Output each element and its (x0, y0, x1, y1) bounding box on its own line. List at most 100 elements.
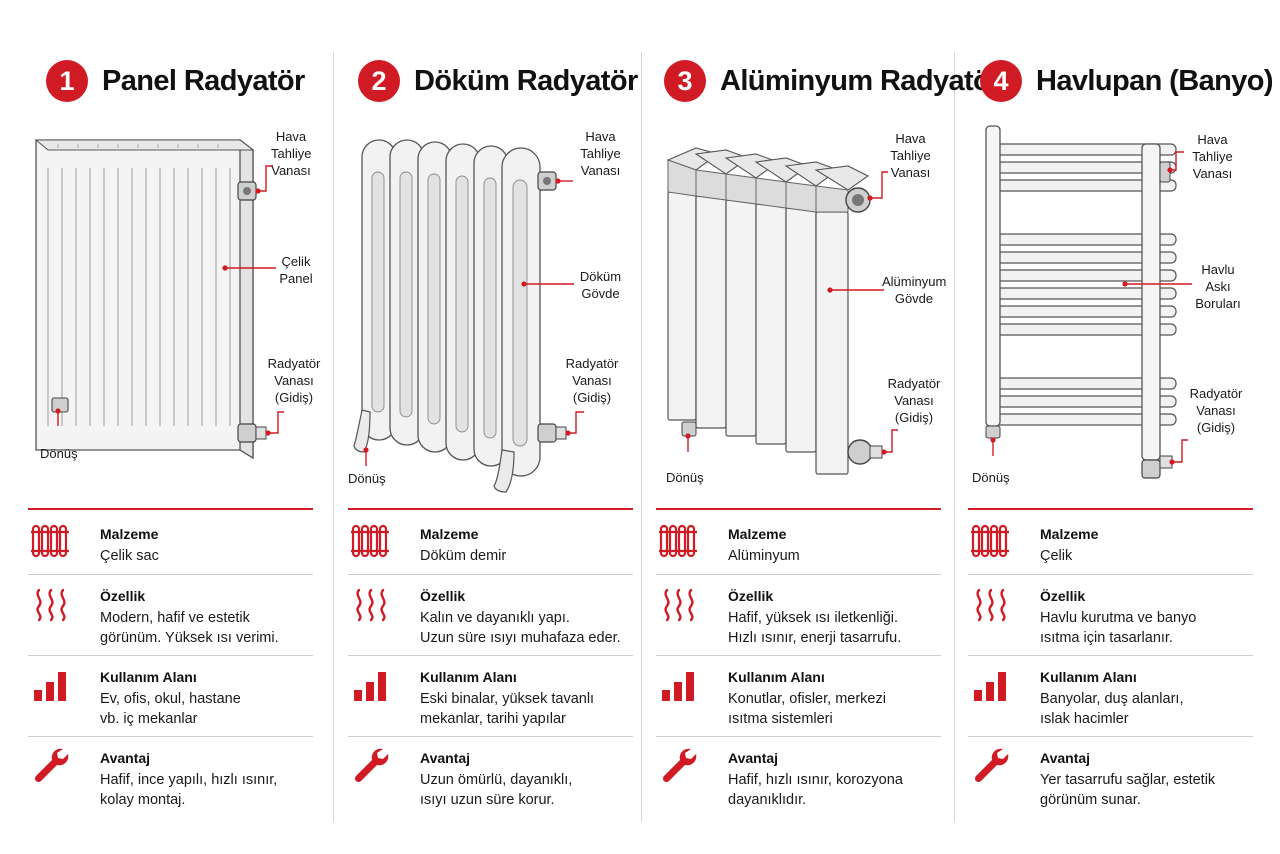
property-row: Kullanım Alanı Eski binalar, yüksek tava… (348, 655, 633, 735)
property-row: Avantaj Hafif, ince yapılı, hızlı ısınır… (28, 736, 313, 816)
column-header: 4 Havlupan (Banyo) (980, 58, 1274, 104)
section-divider (968, 508, 1253, 510)
wrench-icon (354, 748, 389, 783)
column-title: Panel Radyatör (102, 64, 305, 97)
property-row: Malzeme Alüminyum (656, 512, 941, 574)
property-desc: Konutlar, ofisler, merkezi ısıtma sistem… (728, 691, 886, 727)
property-desc: Alüminyum (728, 548, 800, 564)
wrench-icon (974, 748, 1009, 783)
section-divider (656, 508, 941, 510)
wrench-icon (662, 748, 697, 783)
property-desc: Uzun ömürlü, dayanıklı, ısıyı uzun süre … (420, 772, 573, 808)
label-donus: Dönüş (972, 470, 1010, 485)
row-divider (656, 736, 941, 737)
column-title: Alüminyum Radyatör (720, 64, 1001, 97)
label-hava-tahliye: Hava Tahliye Vanası (1192, 132, 1233, 181)
label-govde: Havlu Askı Boruları (1195, 262, 1241, 311)
property-name: Özellik (420, 588, 466, 604)
property-row: Kullanım Alanı Konutlar, ofisler, merkez… (656, 655, 941, 735)
row-divider (656, 574, 941, 575)
column-title: Döküm Radyatör (414, 64, 638, 97)
heat-waves-icon (664, 588, 694, 622)
column-header: 3 Alüminyum Radyatör (664, 58, 1001, 104)
label-hava-tahliye: Hava Tahliye Vanası (271, 129, 312, 178)
aluminium-radiator-illustration (666, 147, 898, 475)
radiator-icon (971, 524, 1009, 558)
property-desc: Havlu kurutma ve banyo ısıtma için tasar… (1040, 610, 1197, 646)
number-badge: 1 (46, 60, 88, 102)
section-divider (348, 508, 633, 510)
column-header: 1 Panel Radyatör (46, 58, 305, 104)
property-name: Malzeme (1040, 526, 1099, 542)
column-divider (954, 52, 955, 822)
property-name: Özellik (728, 588, 774, 604)
property-desc: Hafif, hızlı ısınır, korozyona dayanıklı… (728, 772, 903, 808)
property-desc: Ev, ofis, okul, hastane vb. iç mekanlar (100, 691, 241, 727)
label-donus: Dönüş (348, 471, 386, 486)
row-divider (28, 655, 313, 656)
label-govde: Alüminyum Gövde (882, 274, 947, 306)
row-divider (348, 655, 633, 656)
towel-radiator-illustration (985, 125, 1192, 479)
cast-iron-radiator-illustration (353, 139, 584, 493)
label-hava-tahliye: Hava Tahliye Vanası (580, 129, 621, 178)
property-row: Malzeme Çelik sac (28, 512, 313, 574)
property-desc: Çelik sac (100, 548, 159, 564)
property-row: Avantaj Hafif, hızlı ısınır, korozyona d… (656, 736, 941, 816)
section-divider (28, 508, 313, 510)
bar-chart-icon (662, 672, 694, 701)
row-divider (656, 655, 941, 656)
property-row: Özellik Hafif, yüksek ısı iletkenliği. H… (656, 574, 941, 654)
label-govde: Döküm Gövde (579, 269, 622, 301)
column-panel-radiator: 1 Panel Radyatör (28, 0, 328, 854)
property-desc: Kalın ve dayanıklı yapı. Uzun süre ısıyı… (420, 610, 621, 646)
row-divider (968, 574, 1253, 575)
bar-chart-icon (354, 672, 386, 701)
property-row: Kullanım Alanı Ev, ofis, okul, hastane v… (28, 655, 313, 735)
bar-chart-icon (34, 672, 66, 701)
row-divider (348, 574, 633, 575)
radiator-icon (659, 524, 697, 558)
property-row: Malzeme Döküm demir (348, 512, 633, 574)
heat-waves-icon (36, 588, 66, 622)
property-name: Kullanım Alanı (420, 669, 517, 685)
column-divider (641, 52, 642, 822)
property-row: Özellik Kalın ve dayanıklı yapı. Uzun sü… (348, 574, 633, 654)
property-row: Avantaj Uzun ömürlü, dayanıklı, ısıyı uz… (348, 736, 633, 816)
property-desc: Banyolar, duş alanları, ıslak hacimler (1040, 691, 1184, 727)
row-divider (28, 736, 313, 737)
label-radyator-vanasi: Radyatör Vanası (Gidiş) (565, 356, 619, 405)
property-name: Avantaj (100, 750, 151, 766)
property-desc: Modern, hafif ve estetik görünüm. Yüksek… (100, 610, 279, 646)
row-divider (28, 574, 313, 575)
label-govde: Çelik Panel (279, 254, 313, 286)
property-name: Özellik (1040, 588, 1086, 604)
property-name: Kullanım Alanı (728, 669, 825, 685)
property-desc: Hafif, yüksek ısı iletkenliği. Hızlı ısı… (728, 610, 902, 646)
property-row: Kullanım Alanı Banyolar, duş alanları, ı… (968, 655, 1253, 735)
label-hava-tahliye: Hava Tahliye Vanası (890, 131, 931, 180)
number-badge: 4 (980, 60, 1022, 102)
radiator-icon (351, 524, 389, 558)
number-badge: 2 (358, 60, 400, 102)
property-desc: Eski binalar, yüksek tavanlı mekanlar, t… (420, 691, 595, 727)
property-desc: Çelik (1040, 548, 1073, 564)
wrench-icon (34, 748, 69, 783)
property-name: Avantaj (728, 750, 779, 766)
property-row: Özellik Havlu kurutma ve banyo ısıtma iç… (968, 574, 1253, 654)
column-header: 2 Döküm Radyatör (358, 58, 638, 104)
property-name: Malzeme (100, 526, 159, 542)
property-name: Kullanım Alanı (100, 669, 197, 685)
radiator-icon (31, 524, 69, 558)
property-row: Malzeme Çelik (968, 512, 1253, 574)
heat-waves-icon (976, 588, 1006, 622)
property-name: Özellik (100, 588, 146, 604)
property-row: Avantaj Yer tasarrufu sağlar, estetik gö… (968, 736, 1253, 816)
label-radyator-vanasi: Radyatör Vanası (Gidiş) (267, 356, 321, 405)
column-aluminium-radiator: 3 Alüminyum Radyatör (656, 0, 1001, 854)
row-divider (968, 655, 1253, 656)
column-towel-radiator: 4 Havlupan (Banyo) (968, 0, 1274, 854)
number-badge: 3 (664, 60, 706, 102)
property-desc: Döküm demir (420, 548, 507, 564)
row-divider (968, 736, 1253, 737)
